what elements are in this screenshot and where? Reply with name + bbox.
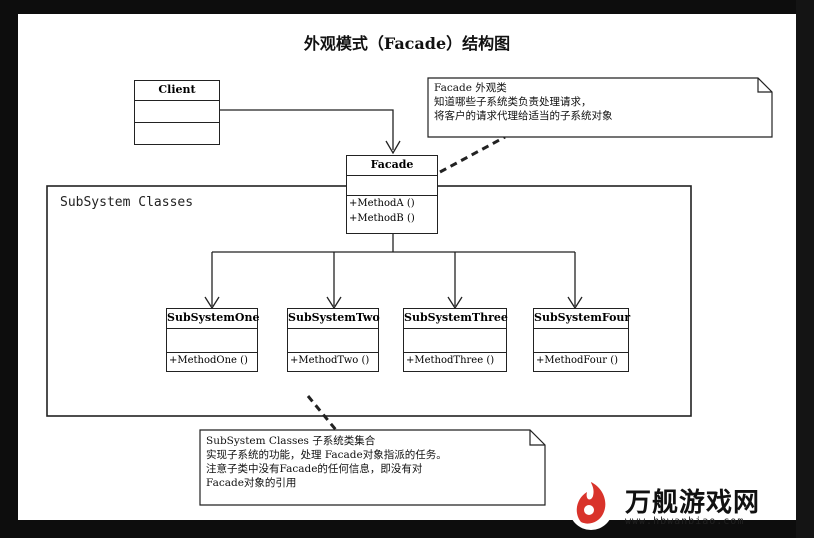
client-facade-association (196, 109, 394, 150)
right-border (796, 0, 814, 538)
note-facade-line-1: Facade 外观类 (434, 82, 507, 94)
note-subsystem: SubSystem Classes 子系统类集合 实现子系统的功能，处理 Fac… (206, 434, 447, 490)
subsystem-one-operation: +MethodOne () (169, 355, 248, 366)
facade-op-a: +MethodA () (349, 198, 415, 209)
subsystem-two-class: SubSystemTwo +MethodTwo () (287, 308, 380, 372)
note-subsystem-anchor (306, 395, 338, 431)
client-attributes (135, 101, 219, 123)
facade-class: Facade +MethodA () +MethodB () (346, 155, 438, 234)
note-subsystem-line-4: Facade对象的引用 (206, 477, 297, 489)
subsystem-one-name: SubSystemOne (167, 309, 259, 329)
note-subsystem-line-3: 注意子类中没有Facade的任何信息，即没有对 (206, 463, 423, 475)
diagram-title: 外观模式（Facade）结构图 (303, 34, 511, 53)
subsystem-three-class: SubSystemThree +MethodThree () (403, 308, 508, 372)
note-facade-fold (757, 78, 772, 93)
watermark-text: 万舰游戏网 (625, 488, 761, 518)
watermark-url: www.hbwanbiao.com (625, 516, 745, 527)
subsystem-one-attributes (167, 329, 257, 353)
note-subsystem-fold (529, 430, 545, 446)
subsystem-four-class: SubSystemFour +MethodFour () (533, 308, 630, 372)
client-class-name: Client (135, 81, 219, 101)
note-facade-anchor (439, 135, 506, 174)
client-facade-arrowhead (385, 140, 401, 155)
watermark-logo: 万舰游戏网 www.hbwanbiao.com (565, 476, 805, 536)
client-operations (135, 123, 219, 143)
note-subsystem-line-2: 实现子系统的功能，处理 Facade对象指派的任务。 (206, 449, 447, 461)
note-subsystem-line-1: SubSystem Classes 子系统类集合 (206, 435, 376, 447)
facade-class-name: Facade (347, 156, 437, 176)
package-label: SubSystem Classes (60, 195, 194, 210)
note-facade: Facade 外观类 知道哪些子系统类负责处理请求， 将客户的请求代理给适当的子… (434, 81, 613, 123)
subsystem-three-name: SubSystemThree (404, 309, 508, 329)
subsystem-one-class: SubSystemOne +MethodOne () (166, 308, 259, 372)
subsystem-four-name: SubSystemFour (534, 309, 630, 329)
subsystem-three-operation: +MethodThree () (406, 355, 495, 366)
client-class: Client (134, 80, 220, 145)
facade-op-b: +MethodB () (349, 213, 415, 224)
flame-logo-icon (569, 482, 613, 530)
subsystem-two-attributes (288, 329, 378, 353)
note-facade-shape (427, 77, 773, 138)
subsystem-four-attributes (534, 329, 628, 353)
note-subsystem-shape (199, 429, 546, 506)
subsystem-two-operation: +MethodTwo () (290, 355, 370, 366)
facade-attributes (347, 176, 437, 196)
note-facade-line-2: 知道哪些子系统类负责处理请求， (434, 96, 592, 108)
subsystem-three-attributes (404, 329, 506, 353)
subsystem-two-name: SubSystemTwo (288, 309, 380, 329)
facade-operations: +MethodA () +MethodB () (347, 196, 437, 226)
note-facade-line-3: 将客户的请求代理给适当的子系统对象 (434, 110, 613, 122)
subsystem-four-operation: +MethodFour () (536, 355, 619, 366)
